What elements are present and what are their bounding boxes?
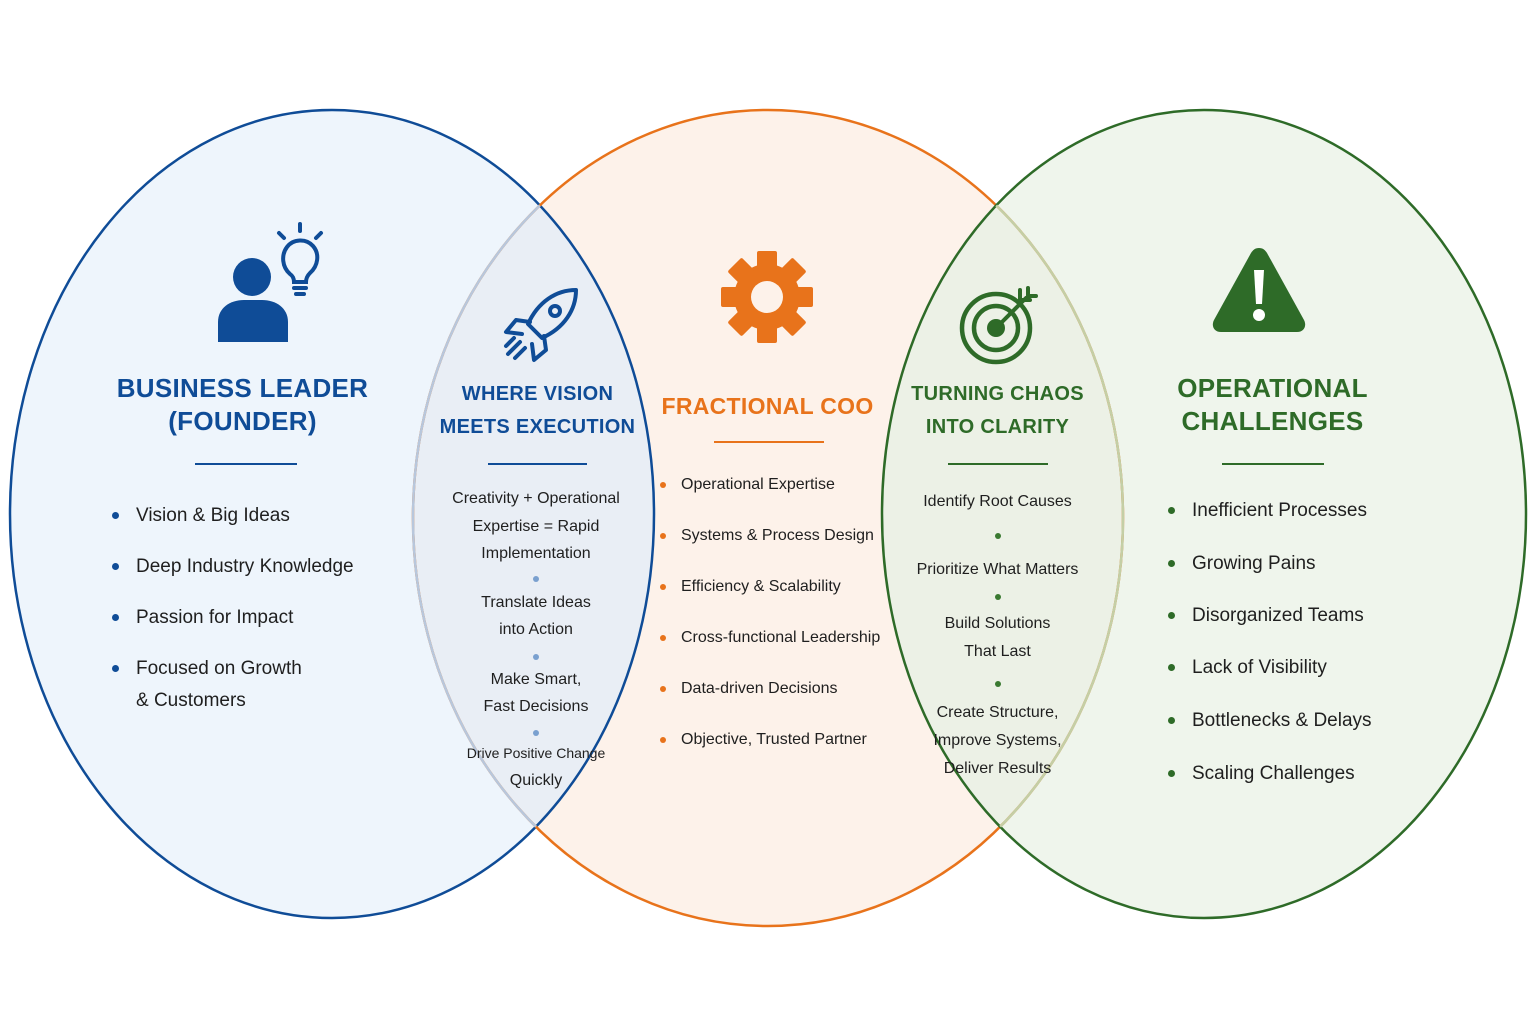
list-item: Data-driven Decisions bbox=[655, 674, 895, 704]
vision-divider bbox=[488, 463, 587, 465]
gear-icon bbox=[721, 251, 813, 343]
step-item: Creativity + Operational Expertise = Rap… bbox=[452, 490, 620, 562]
step-item: Drive Positive Change Quickly bbox=[466, 744, 606, 790]
step-item: Identify Root Causes bbox=[923, 493, 1072, 510]
coo-title: FRACTIONAL COO bbox=[661, 393, 874, 419]
challenges-list: Inefficient Processes Growing Pains Diso… bbox=[1164, 495, 1424, 790]
vision-title: WHERE VISION MEETS EXECUTION bbox=[439, 383, 636, 438]
list-item: Focused on Growth & Customers bbox=[108, 653, 408, 717]
list-item: Operational Expertise bbox=[655, 470, 895, 500]
warning-icon bbox=[1212, 248, 1306, 332]
founder-title: BUSINESS LEADER (FOUNDER) bbox=[116, 373, 369, 437]
vision-steps: Creativity + Operational Expertise = Rap… bbox=[425, 485, 647, 795]
rocket-icon bbox=[504, 288, 578, 362]
step-item: Build Solutions That Last bbox=[944, 615, 1051, 660]
list-item: Scaling Challenges bbox=[1164, 758, 1424, 790]
list-item: Lack of Visibility bbox=[1164, 652, 1424, 684]
list-item: Efficiency & Scalability bbox=[655, 572, 895, 602]
list-item: Objective, Trusted Partner bbox=[655, 725, 895, 755]
step-item: Prioritize What Matters bbox=[916, 561, 1079, 578]
list-item: Inefficient Processes bbox=[1164, 495, 1424, 527]
step-item: Make Smart, Fast Decisions bbox=[483, 670, 589, 716]
step-item: Create Structure, Improve Systems, Deliv… bbox=[933, 704, 1062, 777]
list-item: Cross-functional Leadership bbox=[655, 623, 895, 653]
list-item: Deep Industry Knowledge bbox=[108, 551, 408, 583]
challenges-title: OPERATIONAL CHALLENGES bbox=[1177, 373, 1368, 437]
list-item: Systems & Process Design bbox=[655, 521, 895, 551]
step-item: Translate Ideas into Action bbox=[481, 593, 591, 639]
list-item: Vision & Big Ideas bbox=[108, 500, 408, 532]
founder-list: Vision & Big Ideas Deep Industry Knowled… bbox=[108, 500, 408, 717]
founder-divider bbox=[195, 463, 297, 465]
challenges-divider bbox=[1222, 463, 1324, 465]
target-arrow-icon bbox=[959, 286, 1038, 365]
coo-list: Operational Expertise Systems & Process … bbox=[655, 470, 895, 755]
list-item: Growing Pains bbox=[1164, 548, 1424, 580]
person-lightbulb-icon bbox=[218, 222, 323, 342]
clarity-title: TURNING CHAOS INTO CLARITY bbox=[911, 383, 1084, 438]
coo-divider bbox=[714, 441, 824, 443]
vision-overlap bbox=[413, 110, 654, 918]
list-item: Passion for Impact bbox=[108, 602, 408, 634]
clarity-overlap bbox=[882, 110, 1123, 918]
list-item: Disorganized Teams bbox=[1164, 600, 1424, 632]
clarity-divider bbox=[948, 463, 1048, 465]
clarity-steps: Identify Root Causes Prioritize What Mat… bbox=[890, 488, 1105, 783]
list-item: Bottlenecks & Delays bbox=[1164, 705, 1424, 737]
